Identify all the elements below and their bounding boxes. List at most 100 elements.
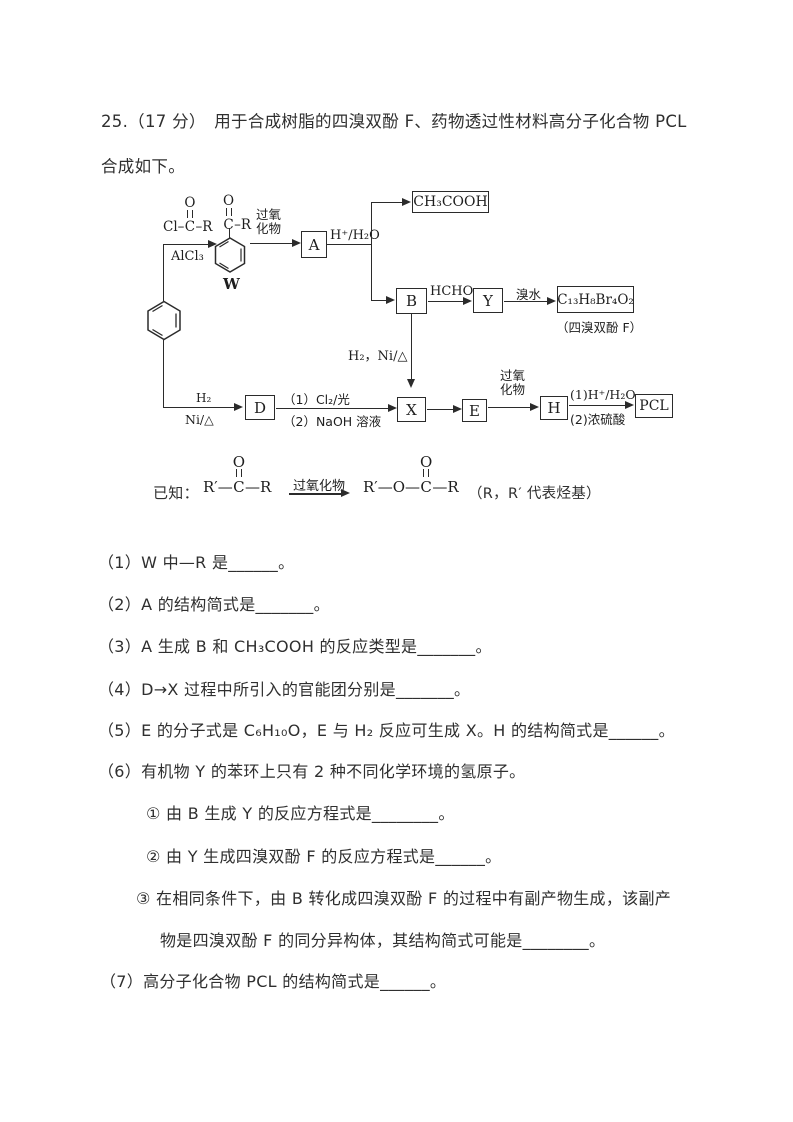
arrowhead-down <box>407 379 415 388</box>
peroxide-line2: 化物 <box>500 381 526 397</box>
arrowhead <box>625 401 634 409</box>
peroxide-line2: 化物 <box>256 220 282 236</box>
arrowhead <box>208 240 217 248</box>
arrowhead <box>463 297 472 305</box>
compound-box-h: H <box>540 396 568 420</box>
bromine-water-label: 溴水 <box>516 287 542 302</box>
flow-line <box>488 407 531 409</box>
arrowhead <box>292 239 301 247</box>
branch-line <box>371 202 373 301</box>
peroxide-line1: 过氧 <box>256 207 282 222</box>
carbonyl-oxygen: O <box>223 193 235 209</box>
question-5: （5）E 的分子式是 C₆H₁₀O，E 与 H₂ 反应可生成 X。H 的结构简式… <box>98 721 675 740</box>
carbonyl-oxygen: O <box>420 453 433 471</box>
double-bond <box>225 208 232 216</box>
flow-line <box>504 301 548 303</box>
cl2-light-label: （1）Cl₂/光 <box>283 392 350 407</box>
benzene-ring <box>147 300 181 341</box>
reactant-right: —R <box>245 478 272 496</box>
w-label: W <box>223 275 240 293</box>
arrowhead <box>402 198 411 206</box>
alcl3-label: AlCl₃ <box>171 249 204 264</box>
double-bond <box>423 469 430 477</box>
question-intro-line2: 合成如下。 <box>101 157 185 176</box>
reactant-left: R′— <box>203 478 233 496</box>
flow-line <box>163 407 235 409</box>
hydrolysis-label: H⁺/H₂O <box>330 228 380 243</box>
question-intro-line1: 25.（17 分） 用于合成树脂的四溴双酚 F、药物透过性材料高分子化合物 PC… <box>101 112 687 131</box>
peroxide-line1: 过氧 <box>500 368 526 383</box>
question-6-3-line1: ③ 在相同条件下，由 B 转化成四溴双酚 F 的过程中有副产物生成，该副产 <box>136 889 672 908</box>
flow-line <box>371 202 403 204</box>
flow-line <box>371 300 387 302</box>
arrowhead <box>453 405 462 413</box>
flow-line <box>569 405 626 407</box>
double-bond <box>186 210 193 218</box>
carbonyl-carbon: C <box>233 478 245 496</box>
compound-box-b: B <box>396 288 427 314</box>
f-caption: （四溴双酚 F） <box>556 320 643 335</box>
carbonyl-carbon: C <box>184 219 196 235</box>
pcl-box: PCL <box>635 394 673 418</box>
known-arrow-label: 过氧化物 <box>293 479 346 494</box>
peroxide-label-1: 过氧 化物 <box>256 208 281 235</box>
arrowhead <box>547 297 556 305</box>
flow-line <box>411 314 413 380</box>
arrowhead <box>388 404 397 412</box>
tetrabromobisphenol-box: C₁₃H₈Br₄O₂ <box>557 286 634 313</box>
flow-line <box>163 244 209 246</box>
flow-line <box>327 244 372 246</box>
question-2: （2）A 的结构简式是_______。 <box>98 595 330 614</box>
compound-box-e: E <box>462 399 487 422</box>
flow-line <box>163 340 165 408</box>
arrowhead <box>386 296 395 304</box>
question-1: （1）W 中—R 是______。 <box>98 553 295 572</box>
known-note: （R，R′ 代表烃基） <box>468 486 601 502</box>
h2-ni-label: H₂，Ni/△ <box>348 349 408 364</box>
compound-box-y: Y <box>473 288 503 313</box>
peroxide-label-2: 过氧 化物 <box>500 369 525 396</box>
w-right: –R <box>234 217 251 233</box>
question-7: （7）高分子化合物 PCL 的结构简式是______。 <box>100 972 447 991</box>
carbonyl-carbon: C <box>420 478 432 496</box>
acetic-acid-box: CH₃COOH <box>412 191 489 213</box>
question-6-1: ① 由 B 生成 Y 的反应方程式是________。 <box>146 804 455 823</box>
carbonyl-carbon: C <box>223 217 234 233</box>
known-label: 已知： <box>153 484 199 502</box>
acyl-left: Cl– <box>163 219 185 235</box>
h2-label: H₂ <box>196 391 212 405</box>
flow-line <box>163 245 165 301</box>
h-hydrolysis-label: (1)H⁺/H₂O <box>570 387 636 402</box>
ni-label: Ni/△ <box>185 412 214 427</box>
arrowhead <box>341 489 350 497</box>
flow-line <box>289 493 342 495</box>
question-6-2: ② 由 Y 生成四溴双酚 F 的反应方程式是______。 <box>146 847 502 866</box>
hcho-label: HCHO <box>430 284 474 299</box>
flow-line <box>427 409 454 411</box>
double-bond <box>235 469 242 477</box>
carbonyl-oxygen: O <box>184 195 196 211</box>
product-right: —R <box>432 478 459 496</box>
acyl-right: –R <box>195 219 213 235</box>
question-6: （6）有机物 Y 的苯环上只有 2 种不同化学环境的氢原子。 <box>98 762 526 781</box>
flow-line <box>276 408 389 410</box>
question-4: （4）D→X 过程中所引入的官能团分别是_______。 <box>98 680 471 699</box>
compound-box-x: X <box>397 397 426 422</box>
question-6-3-line2: 物是四溴双酚 F 的同分异构体，其结构简式可能是________。 <box>160 931 606 950</box>
flow-line <box>428 301 464 303</box>
question-3: （3）A 生成 B 和 CH₃COOH 的反应类型是_______。 <box>98 637 492 656</box>
compound-box-a: A <box>301 231 327 258</box>
arrowhead <box>234 403 243 411</box>
arrowhead <box>530 403 539 411</box>
naoh-label: （2）NaOH 溶液 <box>283 414 382 429</box>
product-left: R′—O— <box>363 478 420 496</box>
benzene-ring <box>214 237 246 273</box>
compound-box-d: D <box>245 395 275 420</box>
flow-line <box>250 243 293 245</box>
h2so4-label: (2)浓硫酸 <box>570 412 626 427</box>
